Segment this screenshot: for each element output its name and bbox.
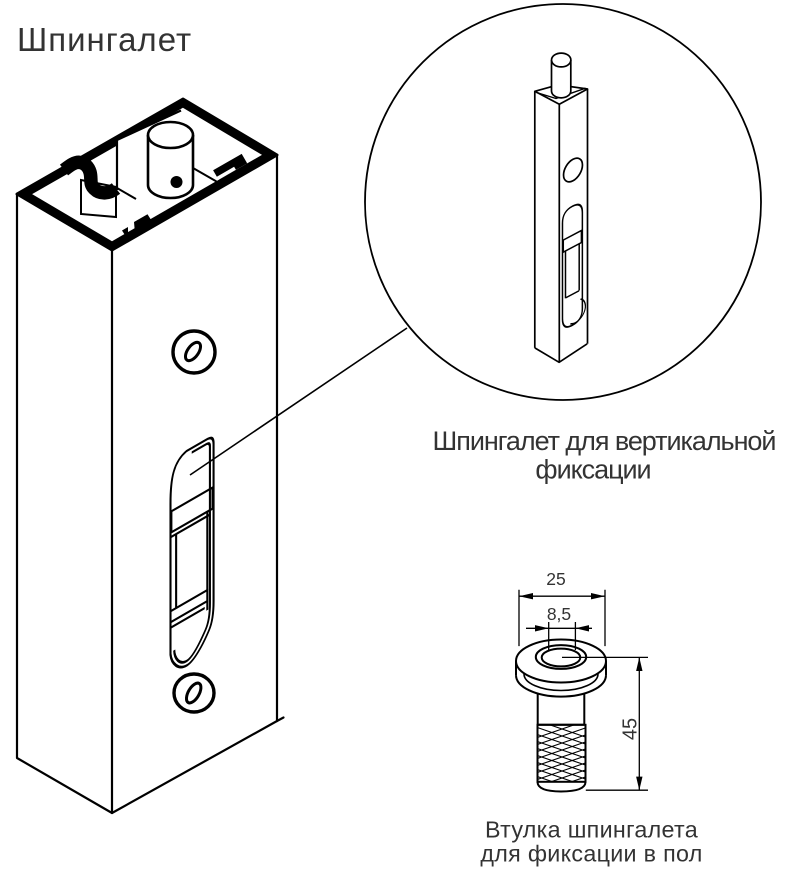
svg-text:Шпингалет: Шпингалет: [17, 21, 192, 58]
svg-text:фиксации: фиксации: [535, 455, 650, 485]
svg-text:25: 25: [546, 569, 565, 589]
svg-text:8,5: 8,5: [547, 604, 571, 624]
svg-text:Шпингалет для вертикальной: Шпингалет для вертикальной: [433, 426, 776, 456]
svg-text:Втулка шпингалета: Втулка шпингалета: [485, 817, 698, 843]
svg-text:для фиксации в пол: для фиксации в пол: [480, 841, 702, 867]
svg-text:45: 45: [620, 718, 642, 740]
